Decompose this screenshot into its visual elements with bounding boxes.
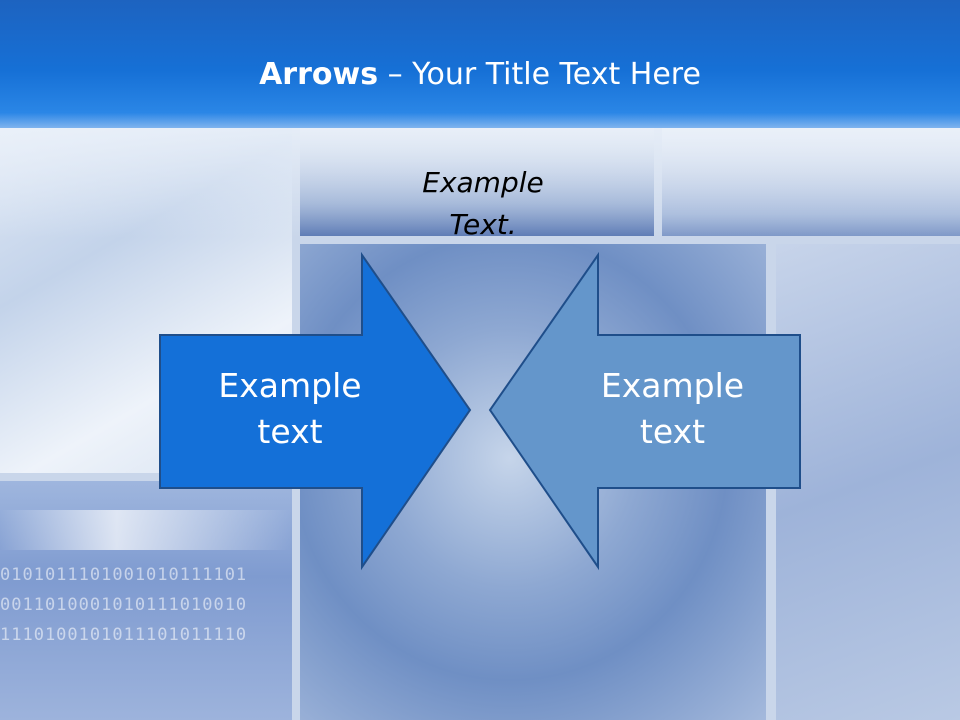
right-arrow-line-2: text	[639, 412, 706, 451]
title-bold: Arrows	[259, 57, 379, 92]
caption-line-2: Text.	[449, 208, 517, 241]
background-fade	[0, 118, 960, 238]
background-glow	[0, 510, 292, 550]
title-bar	[0, 0, 960, 128]
left-arrow-line-2: text	[257, 412, 323, 451]
left-arrow-line-1: Example	[218, 366, 362, 405]
caption-line-1: Example	[422, 166, 544, 199]
right-arrow-line-1: Example	[600, 366, 745, 405]
background-photo-panel	[776, 244, 960, 720]
right-arrow-label: Example text	[545, 363, 800, 455]
left-arrow-label: Example text	[160, 363, 420, 455]
left-pointing-arrow	[488, 251, 801, 571]
slide-title: Arrows – Your Title Text Here	[0, 55, 960, 95]
right-pointing-arrow	[159, 251, 472, 571]
example-text-caption: Example Text.	[400, 162, 566, 246]
title-rest: – Your Title Text Here	[378, 57, 701, 92]
